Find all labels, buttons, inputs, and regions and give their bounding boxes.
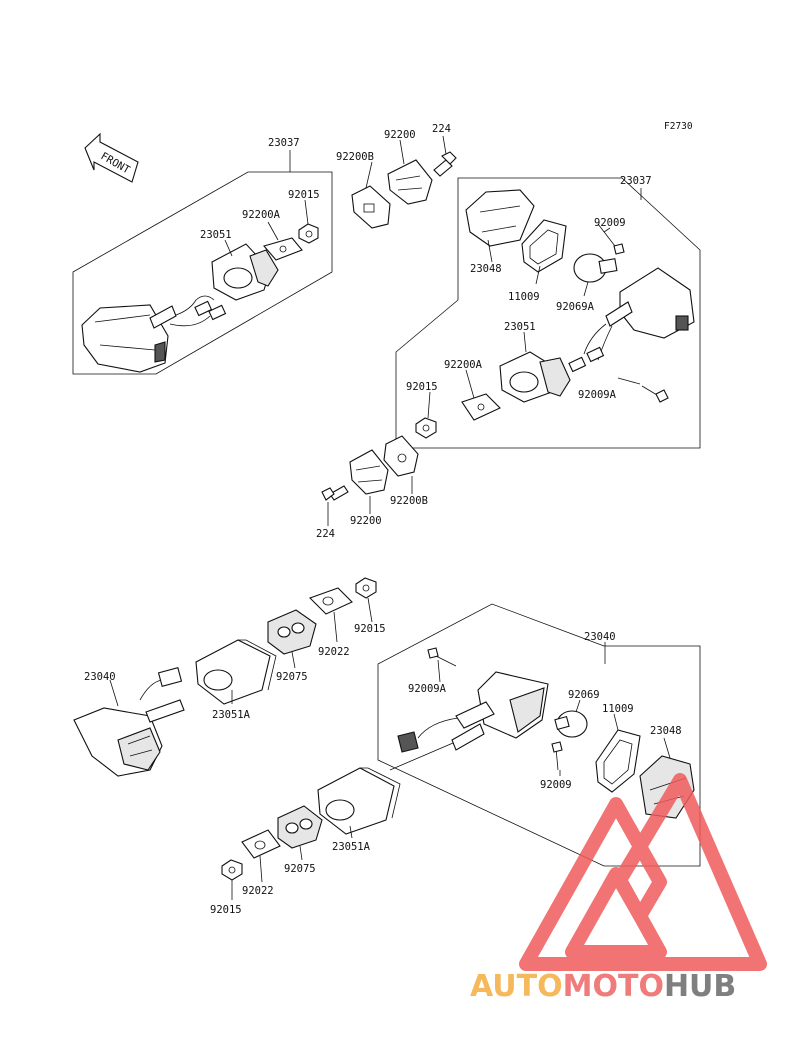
front-arrow-icon: FRONT [84,132,139,183]
lower-bracket-group [321,435,419,526]
label-23048-top-right: 23048 [470,263,502,275]
watermark-text: AUTOMOTOHUB [470,969,736,1004]
label-23051A-bottom-left: 23051A [212,709,251,721]
label-92009A-top-right: 92009A [578,389,617,401]
label-92015-top: 92015 [354,623,386,635]
label-92022-bottom: 92022 [242,885,274,897]
label-224-top: 224 [432,123,451,135]
bottom-right-assembly [377,603,701,867]
label-11009-top-right: 11009 [508,291,540,303]
label-23037-top-left: 23037 [268,137,300,149]
label-23051-top-left: 23051 [200,229,232,241]
label-92009A-bottom-right: 92009A [408,683,447,695]
top-left-assembly [72,150,333,375]
label-92069A-top-right: 92069A [556,301,595,313]
label-23037-top-right: 23037 [620,175,652,187]
bottom-center-socket-group [221,767,401,900]
svg-text:AUTOMOTOHUB: AUTOMOTOHUB [470,969,736,1004]
label-92075-bottom: 92075 [284,863,316,875]
label-92015-top-left: 92015 [288,189,320,201]
label-92200-lower: 92200 [350,515,382,527]
label-92009-bottom-right: 92009 [540,779,572,791]
label-23048-bottom-right: 23048 [650,725,682,737]
watermark-part-moto: MOTO [563,969,664,1004]
watermark-part-auto: AUTO [470,969,563,1004]
label-23051-top-right: 23051 [504,321,536,333]
label-92069-bottom-right: 92069 [568,689,600,701]
label-92009-top-right: 92009 [594,217,626,229]
label-92022-top: 92022 [318,646,350,658]
label-92200-top: 92200 [384,129,416,141]
label-92200A-top-right: 92200A [444,359,483,371]
label-23040-bottom-right: 23040 [584,631,616,643]
label-92015-top-right: 92015 [406,381,438,393]
watermark-part-hub: HUB [664,969,736,1004]
label-11009-bottom-right: 11009 [602,703,634,715]
bottom-left-assembly [73,577,461,777]
label-23051A-bottom-center: 23051A [332,841,371,853]
label-92075-top: 92075 [276,671,308,683]
label-92200A-top-left: 92200A [242,209,281,221]
label-92015-bottom: 92015 [210,904,242,916]
watermark-logo-icon [519,773,767,971]
label-92200B-top: 92200B [336,151,374,163]
figure-code: F2730 [664,121,693,132]
top-right-assembly [395,177,701,449]
top-bracket-group [351,135,457,229]
label-92200B-lower: 92200B [390,495,428,507]
label-224-lower: 224 [316,528,335,540]
label-23040-bottom-left: 23040 [84,671,116,683]
